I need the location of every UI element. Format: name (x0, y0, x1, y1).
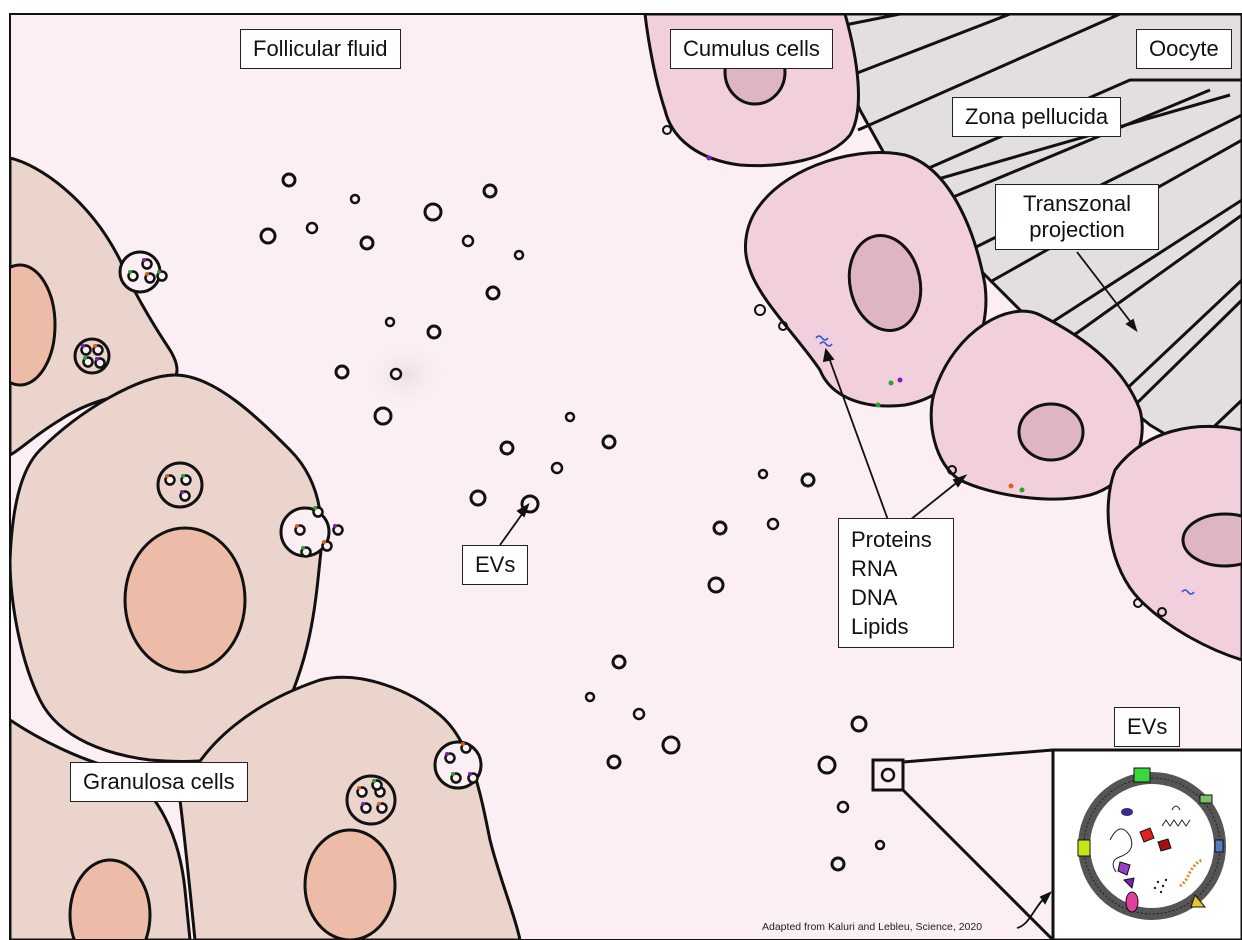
cargo-lipids: Lipids (851, 612, 941, 641)
ev-vesicle (261, 229, 275, 243)
cargo-dna: DNA (851, 583, 941, 612)
cargo-marker (461, 742, 465, 746)
ev-vesicle (768, 519, 778, 529)
cargo-rna: RNA (851, 554, 941, 583)
cargo-marker (157, 270, 161, 274)
ev-vesicle (608, 756, 620, 768)
cargo-marker (83, 356, 87, 360)
cargo-marker (322, 540, 326, 544)
cargo-marker (301, 546, 305, 550)
cargo-marker (361, 802, 365, 806)
label-evs-inset: EVs (1114, 707, 1180, 747)
ev-vesicle (819, 757, 835, 773)
cargo-marker (181, 474, 185, 478)
ev-vesicle (613, 656, 625, 668)
cargo-marker (295, 524, 299, 528)
ev-vesicle (361, 237, 373, 249)
cargo-marker (445, 752, 449, 756)
ev-vesicle (566, 413, 574, 421)
ev-vesicle (484, 185, 496, 197)
ev-vesicle (391, 369, 401, 379)
ev-vesicle (463, 236, 473, 246)
ev-vesicle (586, 693, 594, 701)
ev-vesicle (386, 318, 394, 326)
cargo-marker (142, 258, 146, 262)
ev-vesicle (428, 326, 440, 338)
source-caption: Adapted from Kaluri and Lebleu, Science,… (762, 921, 982, 933)
ev-vesicle (802, 474, 814, 486)
label-cargo-list: Proteins RNA DNA Lipids (838, 518, 954, 648)
ev-vesicle (759, 470, 767, 478)
cargo-proteins: Proteins (851, 525, 941, 554)
cargo-marker (165, 474, 169, 478)
label-oocyte: Oocyte (1136, 29, 1232, 69)
cargo-marker (333, 524, 337, 528)
ev-vesicle (471, 491, 485, 505)
ev-vesicle (307, 223, 317, 233)
ev-vesicle (832, 858, 844, 870)
ev-vesicle (714, 522, 726, 534)
ev-vesicle (634, 709, 644, 719)
cargo-marker (95, 357, 99, 361)
cargo-marker (357, 786, 361, 790)
ev-vesicle (663, 737, 679, 753)
ev-vesicle (487, 287, 499, 299)
ev-vesicle (852, 717, 866, 731)
ev-vesicle (603, 436, 615, 448)
ev-vesicle (501, 442, 513, 454)
cargo-marker (451, 772, 455, 776)
cargo-marker (313, 506, 317, 510)
ev-vesicle (336, 366, 348, 378)
cargo-marker (468, 772, 472, 776)
cargo-marker (145, 272, 149, 276)
cargo-marker (93, 344, 97, 348)
ev-vesicle (838, 802, 848, 812)
label-transzonal-projection: Transzonal projection (995, 184, 1159, 250)
label-zona-pellucida: Zona pellucida (952, 97, 1121, 137)
ev-vesicle (552, 463, 562, 473)
ev-vesicle (351, 195, 359, 203)
ev-vesicle (375, 408, 391, 424)
ev-vesicle (876, 841, 884, 849)
ev-vesicle (283, 174, 295, 186)
label-cumulus-cells: Cumulus cells (670, 29, 833, 69)
label-follicular-fluid: Follicular fluid (240, 29, 401, 69)
cargo-marker (377, 802, 381, 806)
ev-vesicle (709, 578, 723, 592)
cargo-marker (128, 270, 132, 274)
label-evs: EVs (462, 545, 528, 585)
cargo-marker (81, 344, 85, 348)
ev-vesicle (425, 204, 441, 220)
cargo-marker (180, 490, 184, 494)
cargo-marker (372, 779, 376, 783)
ev-vesicle (515, 251, 523, 259)
label-granulosa-cells: Granulosa cells (70, 762, 248, 802)
